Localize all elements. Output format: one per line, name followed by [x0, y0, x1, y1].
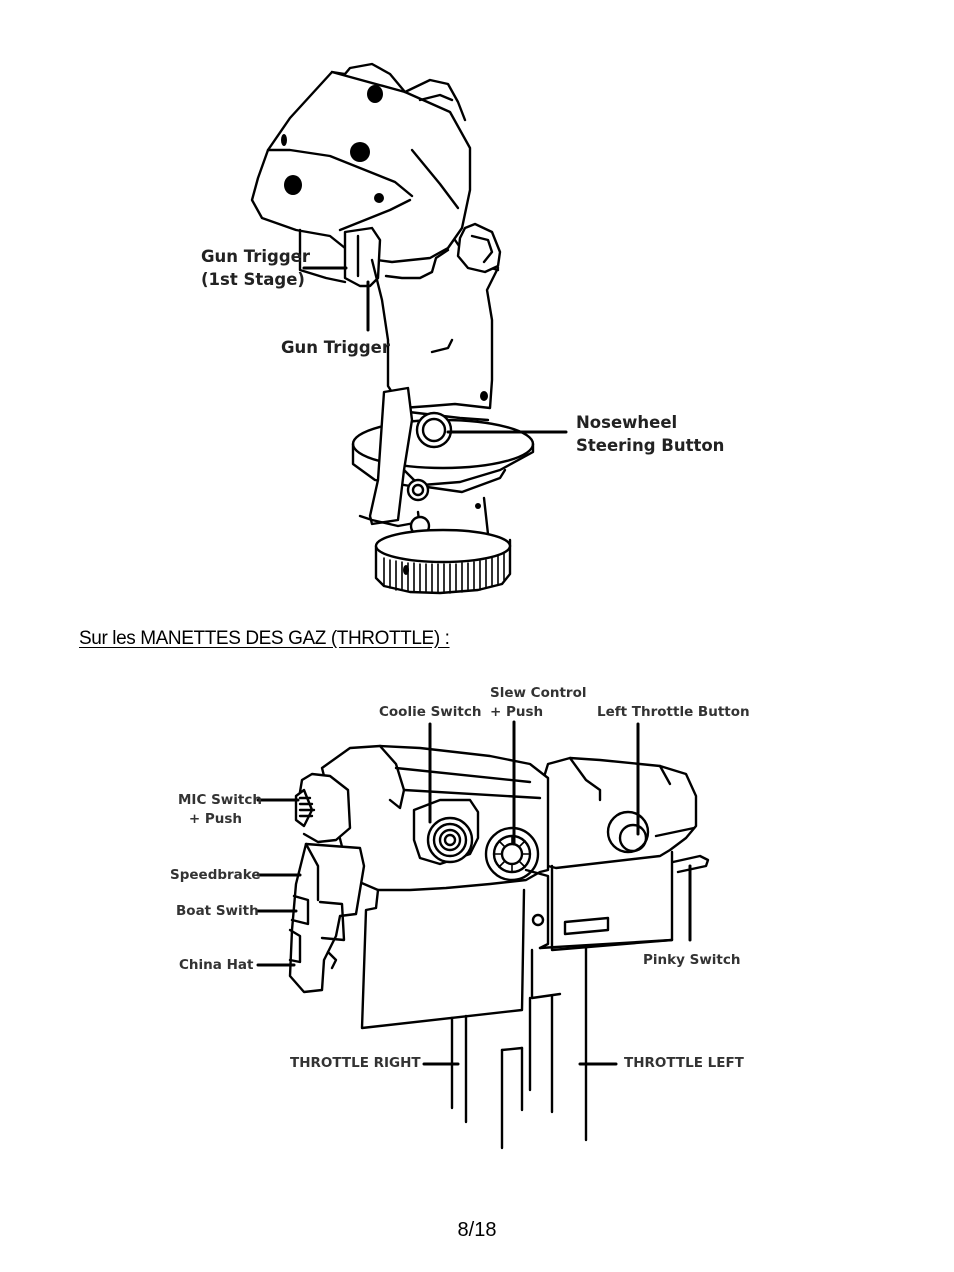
left-throttle-button-label: Left Throttle Button [597, 704, 750, 720]
gun-trigger-label: Gun Trigger [281, 338, 390, 357]
coolie-switch-label: Coolie Switch [379, 704, 482, 720]
mic-switch-label: MIC Switch + Push [178, 792, 262, 827]
speedbrake-label: Speedbrake [170, 867, 261, 883]
section-heading: Sur les MANETTES DES GAZ (THROTTLE) : [79, 628, 450, 649]
china-hat-label: China Hat [179, 957, 254, 973]
slew-control-label: Slew Control + Push [490, 685, 587, 720]
pinky-switch-label: Pinky Switch [643, 952, 741, 968]
nosewheel-steering-label: Nosewheel Steering Button [576, 413, 725, 455]
throttle-left-label: THROTTLE LEFT [624, 1055, 744, 1071]
throttle-right-label: THROTTLE RIGHT [290, 1055, 421, 1071]
boat-switch-label: Boat Swith [176, 903, 259, 919]
page-number: 8/18 [457, 1219, 497, 1241]
gun-trigger-first-stage-label: Gun Trigger (1st Stage) [201, 247, 310, 289]
